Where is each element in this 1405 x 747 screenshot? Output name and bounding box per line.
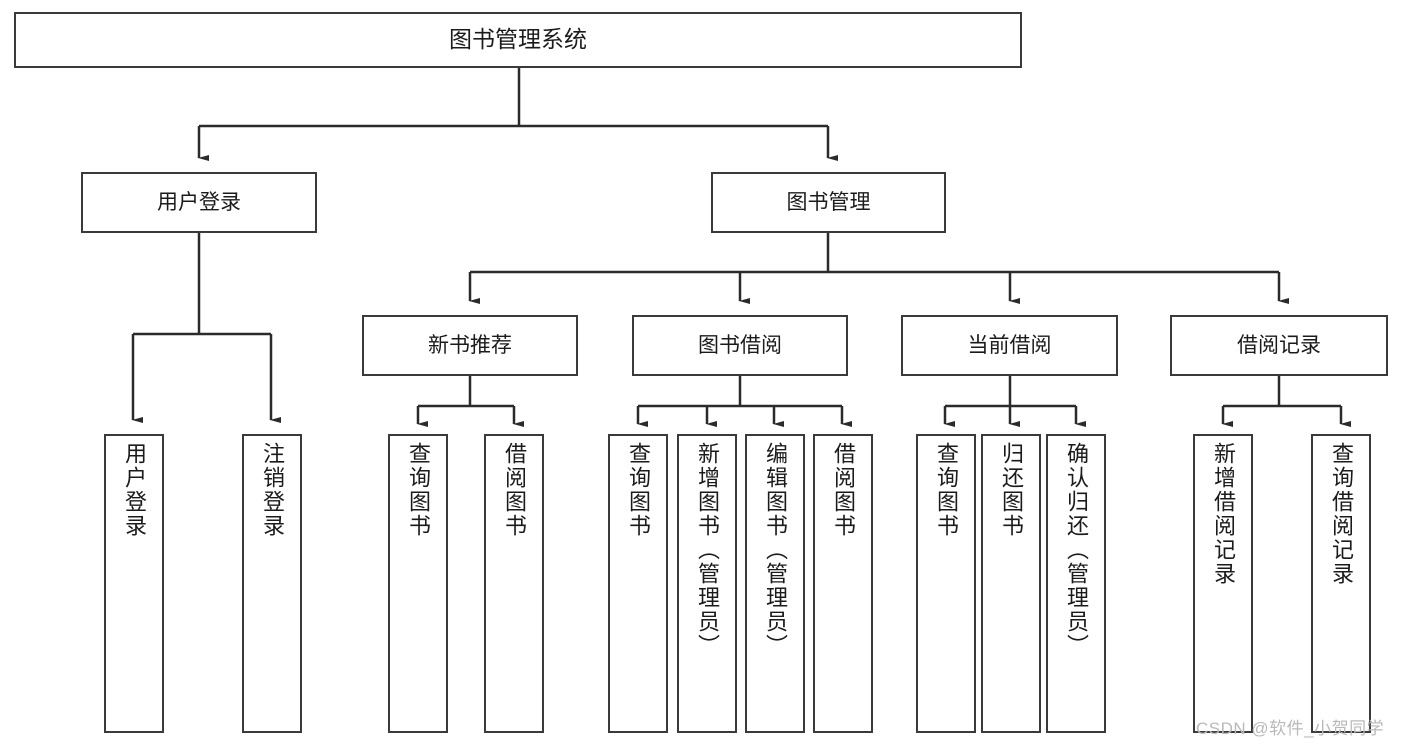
node-borrow-record[interactable]: 借阅记录 — [1170, 315, 1388, 376]
node-book-management[interactable]: 图书管理 — [711, 172, 946, 233]
node-book-borrow[interactable]: 图书借阅 — [632, 315, 848, 376]
leaf-user-logout[interactable]: 注销登录 — [242, 434, 302, 733]
leaf-query-book-borrow[interactable]: 查询图书 — [608, 434, 668, 733]
node-label: 图书借阅 — [698, 333, 782, 357]
leaf-query-book-recommend[interactable]: 查询图书 — [388, 434, 448, 733]
node-label: 用户登录 — [122, 442, 147, 538]
node-label: 查询图书 — [934, 442, 959, 538]
node-label: 确认归还（管理员） — [1064, 442, 1089, 658]
node-user-login[interactable]: 用户登录 — [81, 172, 317, 233]
node-label: 用户登录 — [157, 190, 241, 214]
leaf-add-borrow-record[interactable]: 新增借阅记录 — [1193, 434, 1253, 733]
node-label: 图书管理 — [786, 190, 871, 214]
node-label: 归还图书 — [999, 442, 1024, 538]
node-current-borrow[interactable]: 当前借阅 — [901, 315, 1118, 376]
node-new-book-recommend[interactable]: 新书推荐 — [362, 315, 578, 376]
leaf-borrow-book[interactable]: 借阅图书 — [813, 434, 873, 733]
node-label: 注销登录 — [260, 442, 285, 538]
leaf-query-borrow-record[interactable]: 查询借阅记录 — [1311, 434, 1371, 733]
node-label: 图书管理系统 — [449, 26, 587, 53]
node-label: 新书推荐 — [428, 333, 512, 357]
node-label: 新增借阅记录 — [1211, 442, 1236, 586]
node-label: 编辑图书（管理员） — [763, 442, 788, 658]
node-label: 查询借阅记录 — [1329, 442, 1354, 586]
node-label: 借阅图书 — [502, 442, 527, 538]
leaf-user-login[interactable]: 用户登录 — [104, 434, 164, 733]
leaf-edit-book-admin[interactable]: 编辑图书（管理员） — [745, 434, 805, 733]
node-label: 当前借阅 — [967, 333, 1052, 357]
node-label: 借阅记录 — [1237, 333, 1321, 357]
leaf-query-book-current[interactable]: 查询图书 — [916, 434, 976, 733]
node-label: 查询图书 — [626, 442, 651, 538]
leaf-borrow-book-recommend[interactable]: 借阅图书 — [484, 434, 544, 733]
node-root-system[interactable]: 图书管理系统 — [14, 12, 1022, 68]
leaf-confirm-return-admin[interactable]: 确认归还（管理员） — [1046, 434, 1106, 733]
csdn-watermark: CSDN @软件_小贺同学 — [1196, 719, 1385, 738]
node-label: 借阅图书 — [831, 442, 856, 538]
leaf-add-book-admin[interactable]: 新增图书（管理员） — [677, 434, 737, 733]
node-label: 新增图书（管理员） — [695, 442, 720, 658]
node-label: 查询图书 — [406, 442, 431, 538]
leaf-return-book[interactable]: 归还图书 — [981, 434, 1041, 733]
